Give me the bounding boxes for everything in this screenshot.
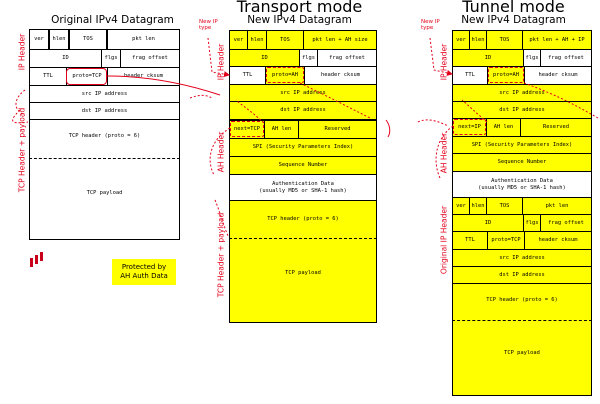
arrow-new-ip-type-transport <box>207 37 230 78</box>
field-auth-data: Authentication Data (usually MD5 or SHA-… <box>452 171 592 198</box>
arrow-transport-ip <box>189 94 213 99</box>
arrow-right-curve <box>385 119 391 138</box>
arrow-tunnel-left <box>417 119 449 127</box>
field-tcp-payload: TCP payload <box>504 350 540 356</box>
datagram-outline <box>29 29 180 240</box>
auth-line-1: Authentication Data <box>272 181 334 188</box>
tunnel-mode-title: Tunnel mode <box>462 0 565 16</box>
arrow-transport-next-tcp <box>209 127 231 176</box>
arrow-tunnel-proto-next <box>523 82 599 119</box>
proto-highlight <box>66 68 107 85</box>
arrow-original-proto <box>106 75 221 96</box>
next-highlight <box>453 119 486 135</box>
arrow-transport-proto-next <box>299 82 371 119</box>
auth-line-1: Authentication Data <box>491 178 553 185</box>
original-datagram-title: Original IPv4 Datagram <box>51 14 174 26</box>
field-tcp-header: TCP header (proto = 6) <box>486 297 558 303</box>
ah-header-outline <box>229 120 377 201</box>
proto-highlight <box>488 67 524 83</box>
next-highlight <box>230 121 264 137</box>
field-tcp-payload: TCP payload <box>86 190 123 196</box>
auth-line-2: (usually MD5 or SHA-1 hash) <box>478 184 566 191</box>
divider <box>29 158 180 159</box>
arrow-new-ip-type-tunnel <box>429 37 453 76</box>
new-ip-type-label: New IP type <box>421 19 440 32</box>
transport-mode-title: Transport mode <box>236 0 363 16</box>
proto-highlight <box>266 67 304 83</box>
field-tcp-header: TCP header (proto = 6) <box>68 133 141 139</box>
auth-line-2: (usually MD5 or SHA-1 hash) <box>259 187 347 194</box>
field-tcp-payload: TCP payload <box>285 270 321 276</box>
divider <box>452 320 592 321</box>
tunnel-datagram-title: New IPv4 Datagram <box>461 14 566 26</box>
new-ip-type-label: New IP type <box>199 19 218 32</box>
arrow-transport-next-up <box>235 99 265 124</box>
arrow-transport-payload <box>214 199 229 237</box>
arrow-tunnel-next-ip <box>435 125 454 179</box>
arrow-orig-left-2 <box>15 89 26 116</box>
transport-datagram-title: New IPv4 Datagram <box>247 14 352 26</box>
divider <box>229 238 377 239</box>
legend-protected: Protected by AH Auth Data <box>112 259 176 285</box>
arrow-tunnel-next-up <box>461 99 488 123</box>
original-header-outline <box>452 197 592 284</box>
arrow-orig-left <box>12 109 29 124</box>
field-tcp-header: TCP header (proto = 6) <box>267 216 339 222</box>
